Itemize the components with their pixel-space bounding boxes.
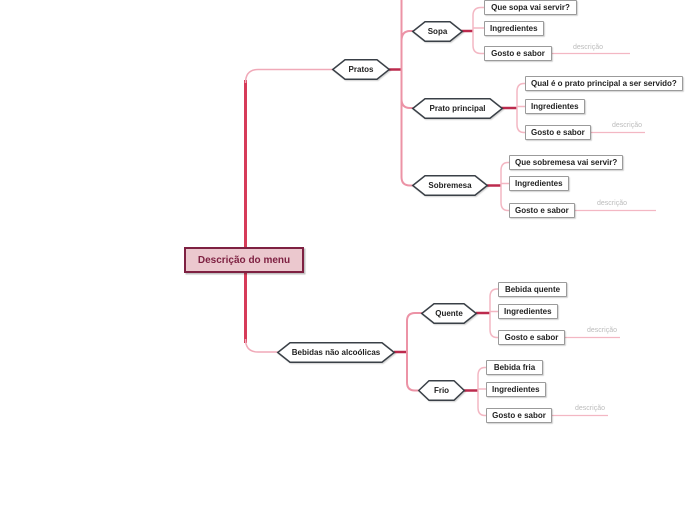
hexagon-shape: [420, 302, 478, 324]
edge-label-descricao-quente[interactable]: descrição: [587, 327, 617, 334]
edge-label-descricao-sopa[interactable]: descrição: [573, 44, 603, 51]
leaf-node-sopa-gosto-e-sabor[interactable]: Gosto e sabor: [484, 45, 552, 61]
leaf-node-qual-e-o-prato-principal[interactable]: Qual é o prato principal a ser servido?: [525, 76, 683, 91]
leaf-label: Gosto e sabor: [504, 333, 559, 342]
edge-root-pratos: [244, 68, 333, 84]
leaf-node-frio-gosto-e-sabor[interactable]: Gosto e sabor: [486, 408, 552, 423]
edge-pratos-vertical: [400, 0, 413, 187]
topic-node-sobremesa[interactable]: Sobremesa: [411, 175, 489, 196]
topic-node-quente[interactable]: Quente: [420, 302, 478, 324]
leaf-label: Que sobremesa vai servir?: [515, 158, 618, 167]
topic-label: Prato principal: [429, 103, 486, 113]
topic-node-bebidas-nao-alcoolicas[interactable]: Bebidas não alcoólicas: [276, 341, 396, 363]
edge-frio-children: [477, 366, 486, 417]
root-node-label: Descrição do menu: [197, 254, 291, 266]
topic-node-sopa[interactable]: Sopa: [411, 20, 464, 42]
leaf-node-sopa-ingredientes[interactable]: Ingredientes: [484, 20, 544, 36]
topic-node-pratos[interactable]: Pratos: [331, 59, 391, 80]
leaf-node-prato-ingredientes[interactable]: Ingredientes: [525, 99, 585, 114]
topic-label: Pratos: [348, 65, 374, 74]
edge-bebidas-vertical: [406, 312, 422, 392]
edge-prato-children: [516, 82, 525, 134]
edge-branch-sopa: [400, 30, 413, 42]
edge-label-descricao-frio[interactable]: descrição: [575, 405, 605, 412]
leaf-label: Bebida fria: [493, 363, 536, 372]
topic-label: Quente: [435, 308, 463, 318]
leaf-label: Bebida quente: [504, 284, 561, 294]
leaf-label: Ingredientes: [504, 307, 552, 316]
edge-branch-prato-principal: [400, 98, 413, 109]
topic-label: Sopa: [427, 26, 448, 36]
edge-sopa-children: [472, 6, 484, 55]
leaf-node-quente-ingredientes[interactable]: Ingredientes: [498, 304, 558, 319]
hexagon-shape: [411, 175, 489, 196]
topic-node-prato-principal[interactable]: Prato principal: [411, 97, 504, 119]
leaf-label: Gosto e sabor: [491, 48, 545, 58]
topic-node-frio[interactable]: Frio: [417, 380, 466, 401]
leaf-label: Gosto e sabor: [492, 411, 546, 420]
topic-label: Sobremesa: [428, 181, 472, 190]
leaf-label: Que sopa vai servir?: [491, 2, 570, 12]
topic-label: Bebidas não alcoólicas: [291, 347, 381, 357]
root-node-descricao-do-menu[interactable]: Descrição do menu: [184, 247, 304, 273]
leaf-node-que-sobremesa-vai-servir[interactable]: Que sobremesa vai servir?: [509, 155, 624, 170]
hexagon-shape: [276, 341, 396, 363]
edge-quente-children: [489, 288, 498, 339]
leaf-label: Ingredientes: [490, 23, 538, 33]
leaf-label: Ingredientes: [531, 102, 579, 111]
edge-sobremesa-children: [500, 161, 509, 212]
edge-label-descricao-prato[interactable]: descrição: [612, 122, 642, 129]
leaf-node-prato-gosto-e-sabor[interactable]: Gosto e sabor: [525, 125, 591, 140]
leaf-node-bebida-quente[interactable]: Bebida quente: [498, 281, 567, 297]
leaf-label: Ingredientes: [515, 179, 563, 188]
leaf-label: Gosto e sabor: [531, 128, 585, 137]
leaf-label: Gosto e sabor: [515, 206, 569, 215]
leaf-node-frio-ingredientes[interactable]: Ingredientes: [486, 381, 546, 397]
topic-label: Frio: [433, 386, 450, 395]
leaf-node-que-sopa-vai-servir[interactable]: Que sopa vai servir?: [484, 0, 577, 15]
leaf-node-sobremesa-gosto-e-sabor[interactable]: Gosto e sabor: [509, 203, 575, 218]
hexagon-shape: [411, 20, 464, 42]
leaf-node-quente-gosto-e-sabor[interactable]: Gosto e sabor: [498, 330, 565, 345]
edge-label-descricao-sobremesa[interactable]: descrição: [597, 200, 627, 207]
leaf-node-sobremesa-ingredientes[interactable]: Ingredientes: [509, 176, 569, 191]
leaf-label: Ingredientes: [492, 384, 540, 394]
hexagon-shape: [417, 380, 466, 401]
hexagon-shape: [331, 59, 391, 80]
leaf-label: Qual é o prato principal a ser servido?: [531, 79, 677, 88]
edge-root-bebidas: [244, 338, 278, 353]
leaf-node-bebida-fria[interactable]: Bebida fria: [486, 360, 543, 375]
hexagon-shape: [411, 97, 504, 119]
